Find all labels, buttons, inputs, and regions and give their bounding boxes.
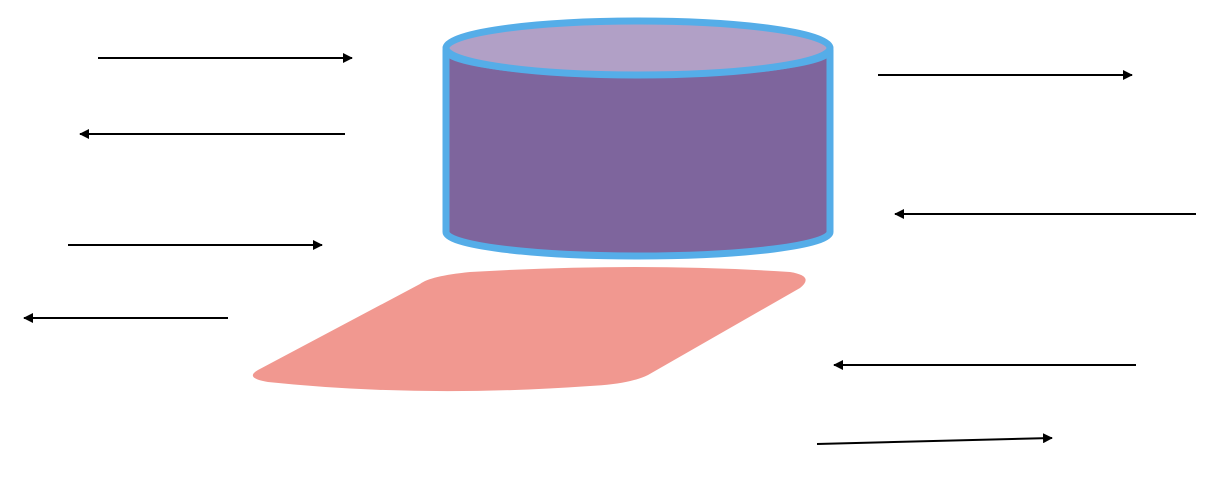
cylinder-top — [442, 17, 834, 79]
cylinder-body — [442, 46, 834, 260]
cylinder — [442, 17, 834, 260]
arrow-right-4-right — [816, 433, 1053, 445]
base-plate — [252, 267, 806, 392]
arrows — [23, 53, 1196, 445]
